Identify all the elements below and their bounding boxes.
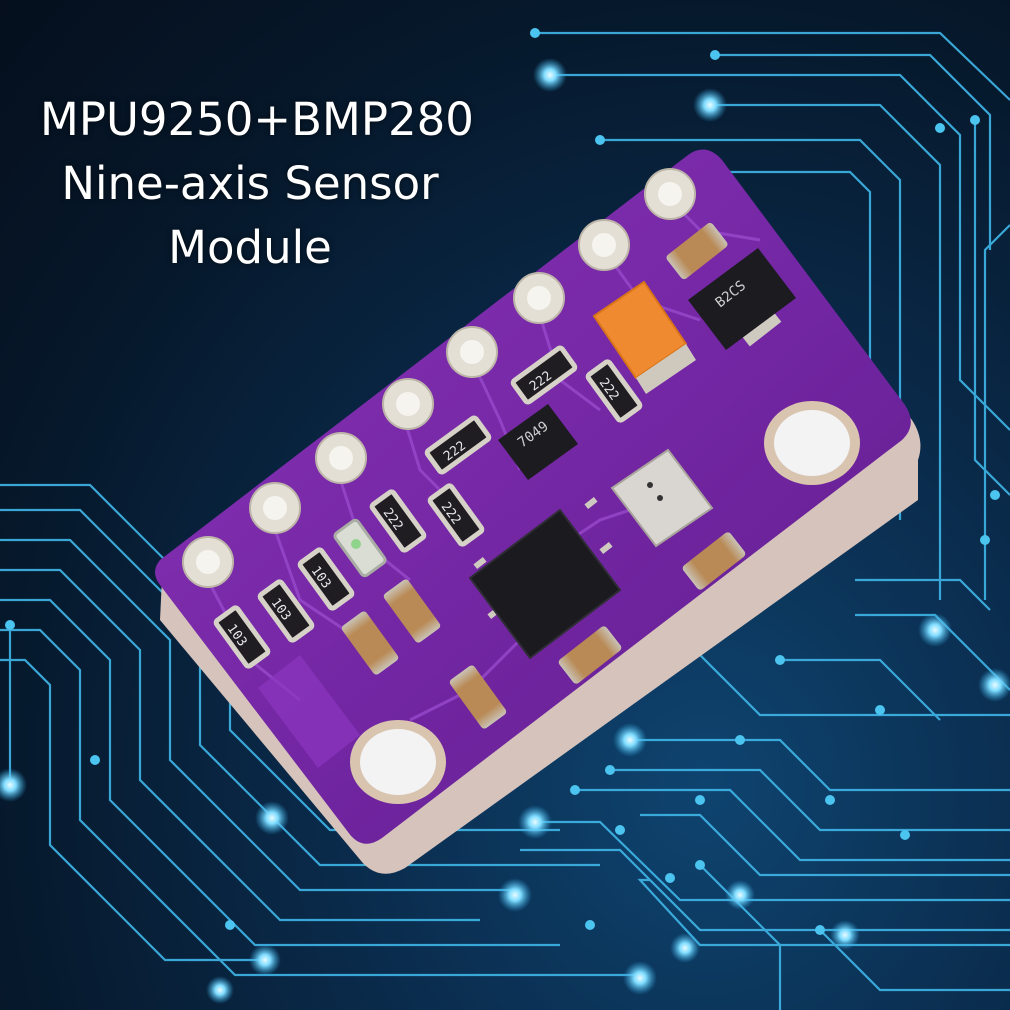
ceramic-capacitor — [558, 626, 622, 684]
ceramic-capacitor — [449, 665, 507, 729]
ceramic-capacitor — [341, 611, 399, 675]
header-pins — [182, 168, 696, 588]
voltage-regulator: B2CS — [688, 248, 796, 350]
mounting-hole — [350, 720, 446, 804]
title-line-3: Module — [168, 221, 332, 274]
pressure-sensor — [610, 448, 714, 548]
title-line-2: Nine-axis Sensor — [61, 157, 439, 210]
ceramic-capacitor — [383, 579, 441, 643]
resistor: 103 — [213, 605, 271, 669]
resistor: 222 — [510, 345, 578, 405]
product-title: MPU9250+BMP280 Nine-axis Sensor Module — [40, 88, 474, 280]
ceramic-capacitor — [682, 532, 746, 590]
tantalum-capacitor — [592, 280, 696, 394]
resistor: 222 — [585, 359, 643, 423]
eeprom-chip: 7049 — [498, 404, 578, 480]
imu-chip — [468, 496, 622, 660]
led — [333, 518, 387, 578]
mounting-hole — [764, 401, 860, 485]
title-line-1: MPU9250+BMP280 — [40, 93, 474, 146]
ceramic-capacitor — [666, 222, 728, 280]
resistor: 222 — [424, 415, 492, 475]
